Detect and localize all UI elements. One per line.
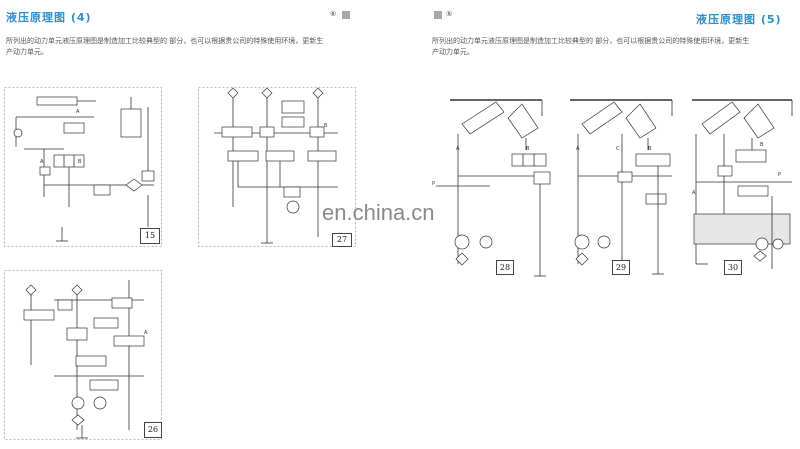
- svg-text:A: A: [144, 330, 148, 336]
- right-page-gray-square: [434, 11, 442, 19]
- left-description-line2: 产动力单元。: [6, 48, 48, 56]
- diagram-28-number: 28: [496, 260, 514, 275]
- svg-text:B: B: [648, 146, 652, 152]
- diagram-26-schematic: A: [4, 270, 162, 440]
- diagram-28-schematic: A B P: [432, 99, 551, 277]
- diagram-30-schematic: A B P: [692, 99, 793, 269]
- diagram-15-number: 15: [140, 228, 160, 244]
- svg-text:A: A: [76, 109, 80, 115]
- label-p: P: [778, 172, 781, 178]
- left-page-marker: ⑥: [330, 10, 337, 18]
- right-description-line1: 所列出的动力单元液压原理图是制造加工比较典型的 部分，也可以根据贵公司的特殊使用…: [432, 37, 750, 45]
- left-description-line1: 所列出的动力单元液压原理图是制造加工比较典型的 部分，也可以根据贵公司的特殊使用…: [6, 37, 324, 45]
- svg-text:B: B: [324, 123, 328, 129]
- right-description-line2: 产动力单元。: [432, 48, 474, 56]
- diagram-15: A B A 15: [4, 87, 162, 247]
- right-page-description: 所列出的动力单元液压原理图是制造加工比较典型的 部分，也可以根据贵公司的特殊使用…: [432, 36, 792, 58]
- diagram-27-schematic: B: [198, 87, 356, 247]
- right-page-marker: ⑤: [446, 10, 453, 18]
- diagram-27-number: 27: [332, 233, 352, 247]
- watermark: en.china.cn: [322, 200, 435, 225]
- diagram-26-number: 26: [144, 422, 162, 438]
- left-page-gray-square: [342, 11, 350, 19]
- label-b: B: [760, 142, 764, 148]
- label-a: A: [456, 146, 460, 152]
- label-c: C: [616, 146, 620, 152]
- diagram-28: A B P 28: [430, 94, 551, 279]
- left-page-description: 所列出的动力单元液压原理图是制造加工比较典型的 部分，也可以根据贵公司的特殊使用…: [6, 36, 366, 58]
- diagram-30: A B P 30: [688, 94, 798, 279]
- diagram-29-schematic: A C B: [570, 99, 673, 275]
- diagram-30-number: 30: [724, 260, 742, 275]
- diagram-27: B 27: [198, 87, 356, 247]
- diagram-15-schematic: A B A: [4, 87, 162, 247]
- svg-text:P: P: [432, 181, 435, 187]
- right-page-title: 液压原理图 (5): [696, 13, 782, 26]
- left-page-title: 液压原理图 (4): [6, 11, 92, 24]
- svg-text:B: B: [526, 146, 530, 152]
- svg-text:A: A: [692, 190, 696, 196]
- svg-text:B: B: [78, 159, 82, 165]
- diagram-26: A 26: [4, 270, 162, 440]
- diagram-29: A C B 29: [568, 94, 680, 279]
- svg-text:A: A: [40, 159, 44, 165]
- diagram-29-number: 29: [612, 260, 630, 275]
- svg-text:A: A: [576, 146, 580, 152]
